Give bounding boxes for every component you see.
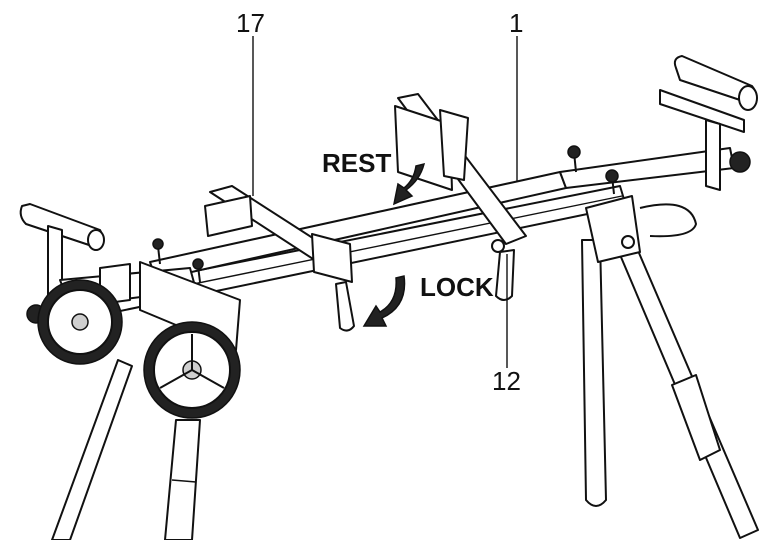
- callout-17: 17: [236, 8, 265, 38]
- callout-12: 12: [492, 366, 521, 396]
- right-roller-support: [659, 55, 758, 191]
- rear-wheel: [37, 279, 123, 365]
- right-rear-leg: [581, 239, 607, 507]
- right-knobs: [567, 145, 619, 195]
- left-front-leg: [164, 419, 201, 540]
- lock-label: LOCK: [420, 272, 494, 302]
- clamp-lever-12: [495, 249, 515, 301]
- rest-arrow: [392, 162, 426, 206]
- right-front-leg: [617, 245, 759, 539]
- lock-arrow: [362, 275, 406, 327]
- mounting-bracket-17: [204, 185, 355, 332]
- right-end-bracket: [585, 195, 697, 263]
- left-rear-leg: [51, 359, 133, 540]
- left-knobs: [152, 238, 204, 283]
- rest-label: REST: [322, 148, 391, 178]
- front-wheel: [143, 321, 241, 419]
- callout-1: 1: [509, 8, 523, 38]
- mounting-bracket-1: [394, 93, 527, 253]
